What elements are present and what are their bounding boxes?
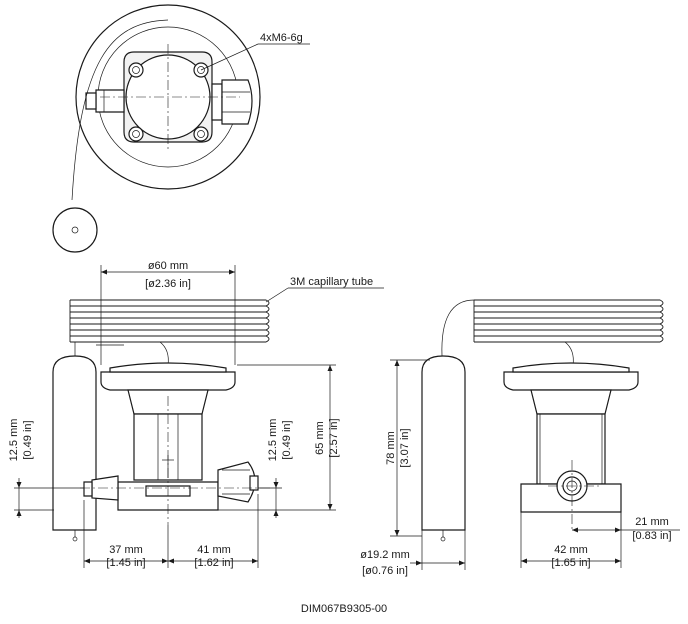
height78-in: [3.07 in]	[399, 428, 411, 467]
width41-mm: 41 mm	[197, 544, 231, 556]
drawing-reference: DIM067B9305-00	[300, 603, 388, 615]
left-height-in: [0.49 in]	[22, 420, 34, 459]
width42-in: [1.65 in]	[551, 557, 590, 569]
flange-dia-mm: ø60 mm	[148, 260, 188, 272]
height78-mm: 78 mm	[385, 431, 397, 465]
mid-height-in: [0.49 in]	[281, 420, 293, 459]
front-dimensions	[14, 265, 384, 568]
left-height-mm: 12.5 mm	[8, 419, 20, 462]
flange-dia-in: [ø2.36 in]	[145, 278, 191, 290]
width37-in: [1.45 in]	[106, 557, 145, 569]
mid-height-mm: 12.5 mm	[267, 419, 279, 462]
side-capillary-coil	[473, 299, 664, 343]
bulb-dia-in: [ø0.76 in]	[362, 565, 408, 577]
width41-in: [1.62 in]	[194, 557, 233, 569]
width21-mm: 21 mm	[635, 516, 669, 528]
width42-mm: 42 mm	[554, 544, 588, 556]
side-view	[421, 299, 664, 542]
height65-mm: 65 mm	[314, 421, 326, 455]
height65-in: [2.57 in]	[328, 418, 340, 457]
front-view	[52, 299, 270, 542]
thread-label: 4xM6-6g	[260, 32, 303, 44]
side-dimensions	[390, 359, 680, 570]
top-view	[52, 4, 310, 253]
capillary-label: 3M capillary tube	[290, 276, 373, 288]
bulb-dia-mm: ø19.2 mm	[360, 549, 410, 561]
capillary-coil	[69, 299, 270, 343]
width21-in: [0.83 in]	[632, 530, 671, 542]
width37-mm: 37 mm	[109, 544, 143, 556]
